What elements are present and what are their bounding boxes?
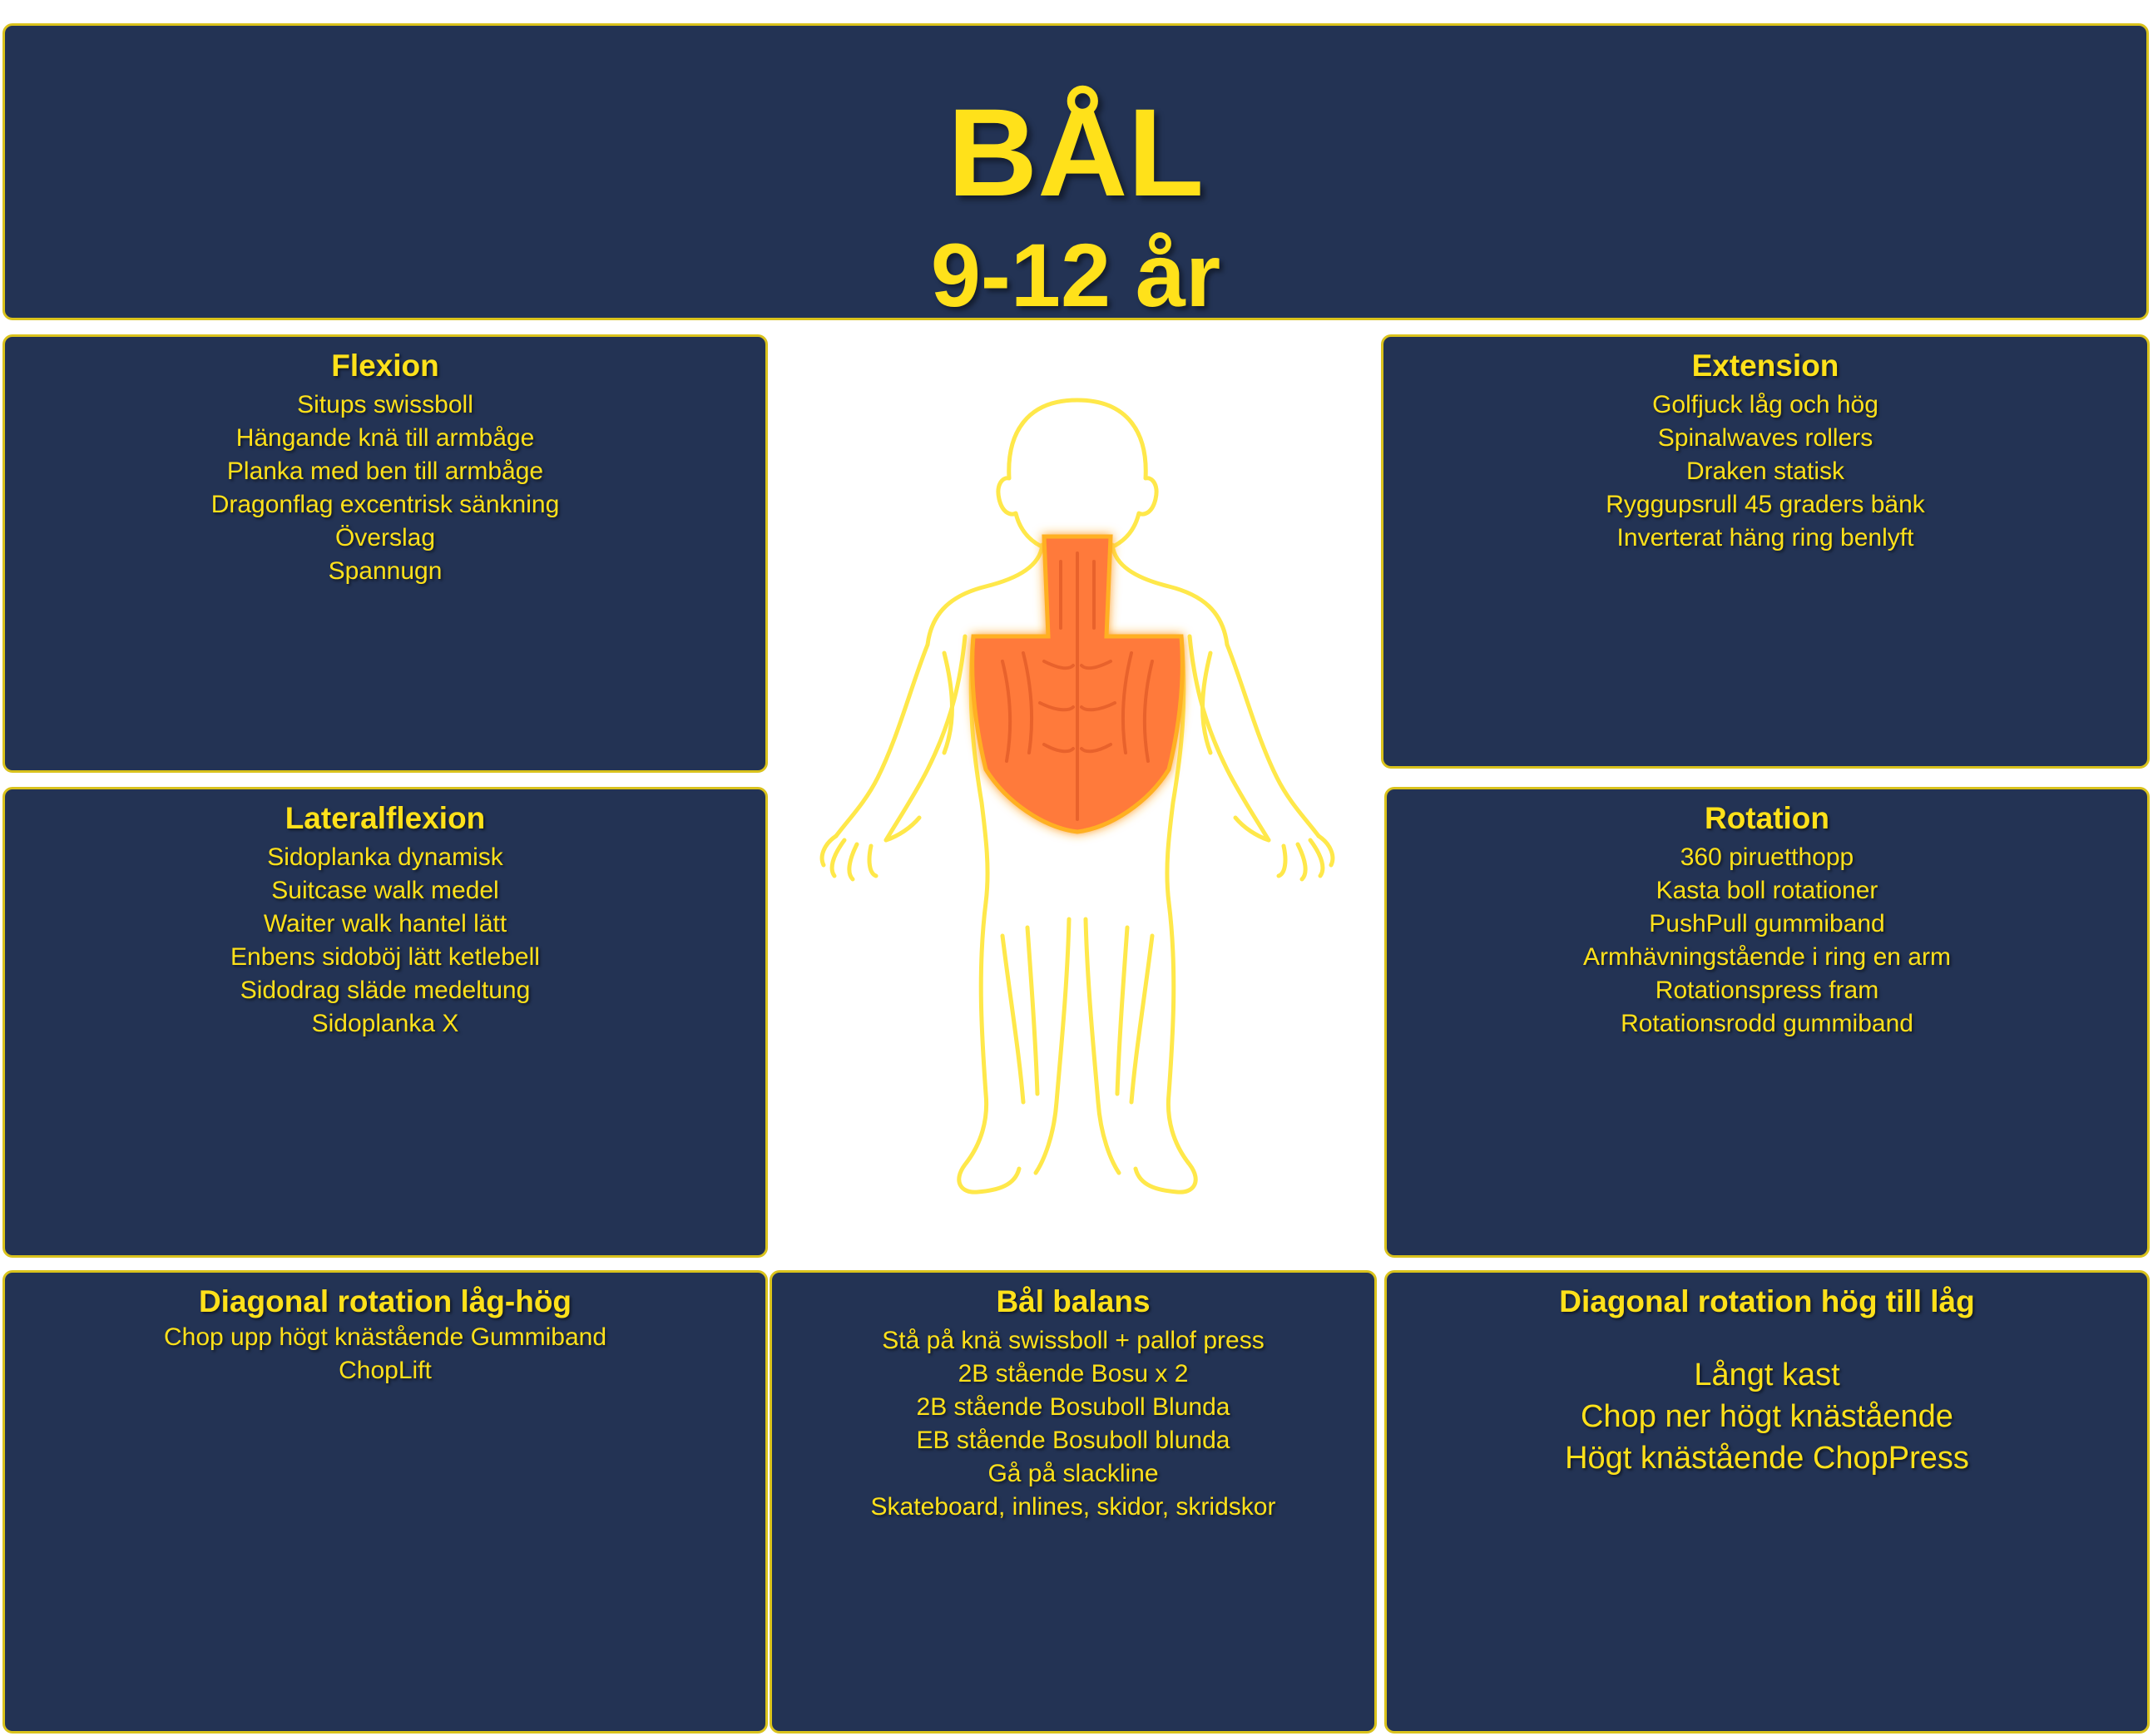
list-item: Rotationsrodd gummiband [1621, 1010, 1913, 1037]
list-item: EB stående Bosuboll blunda [916, 1427, 1230, 1454]
list-item: Golfjuck låg och hög [1652, 391, 1878, 418]
list-item: Hängande knä till armbåge [235, 424, 535, 452]
list-item: Rotationspress fram [1655, 977, 1879, 1004]
list-item: Spannugn [328, 557, 443, 585]
list-item: Långt kast [1694, 1358, 1840, 1392]
balance-panel: Bål balans Stå på knä swissboll + pallof… [770, 1270, 1377, 1734]
list-item: Kasta boll rotationer [1656, 877, 1878, 904]
list-item: Sidodrag släde medeltung [240, 977, 531, 1004]
list-item: ChopLift [339, 1357, 432, 1384]
diagonal-low-high-panel: Diagonal rotation låg-hög Chop upp högt … [2, 1270, 768, 1734]
lateralflexion-title: Lateralflexion [285, 801, 486, 835]
list-item: 2B stående Bosu x 2 [958, 1360, 1189, 1387]
child-body-muscle-icon [819, 387, 1335, 1202]
rotation-title: Rotation [1704, 801, 1830, 835]
page-title: BÅL [947, 82, 1205, 222]
diagonal-low-high-title: Diagonal rotation låg-hög [198, 1284, 572, 1318]
flexion-title: Flexion [331, 349, 439, 383]
list-item: Draken statisk [1685, 457, 1845, 485]
header-panel: BÅL 9-12 år [2, 23, 2149, 325]
list-item: Enbens sidoböj lätt ketlebell [230, 943, 540, 971]
list-item: Chop ner högt knästående [1581, 1399, 1953, 1434]
age-subtitle: 9-12 år [930, 225, 1221, 325]
list-item: Planka med ben till armbåge [226, 457, 544, 485]
list-item: Spinalwaves rollers [1657, 424, 1873, 452]
extension-title: Extension [1691, 349, 1839, 383]
list-item: Skateboard, inlines, skidor, skridskor [870, 1493, 1276, 1521]
diagonal-high-low-panel: Diagonal rotation hög till låg Långt kas… [1384, 1270, 2150, 1734]
list-item: Waiter walk hantel lätt [263, 910, 507, 937]
list-item: Ryggupsrull 45 graders bänk [1606, 491, 1925, 518]
balance-list: Stå på knä swissboll + pallof press 2B st… [772, 1324, 1374, 1524]
list-item: 360 piruetthopp [1680, 843, 1854, 871]
list-item: Suitcase walk medel [271, 877, 499, 904]
list-item: Sidoplanka dynamisk [267, 843, 503, 871]
list-item: Stå på knä swissboll + pallof press [882, 1327, 1265, 1354]
list-item: Armhävningstående i ring en arm [1583, 943, 1951, 971]
diagonal-high-low-title: Diagonal rotation hög till låg [1559, 1284, 1975, 1318]
balance-title: Bål balans [996, 1284, 1151, 1318]
list-item: PushPull gummiband [1649, 910, 1885, 937]
list-item: Sidoplanka X [311, 1010, 459, 1037]
list-item: 2B stående Bosuboll Blunda [916, 1393, 1230, 1421]
list-item: Gå på slackline [987, 1460, 1159, 1487]
list-item: Överslag [334, 524, 436, 551]
list-item: Inverterat häng ring benlyft [1616, 524, 1914, 551]
list-item: Situps swissboll [297, 391, 473, 418]
list-item: Dragonflag excentrisk sänkning [210, 491, 560, 518]
list-item: Högt knästående ChopPress [1565, 1441, 1969, 1476]
list-item: Chop upp högt knästående Gummiband [163, 1323, 607, 1351]
